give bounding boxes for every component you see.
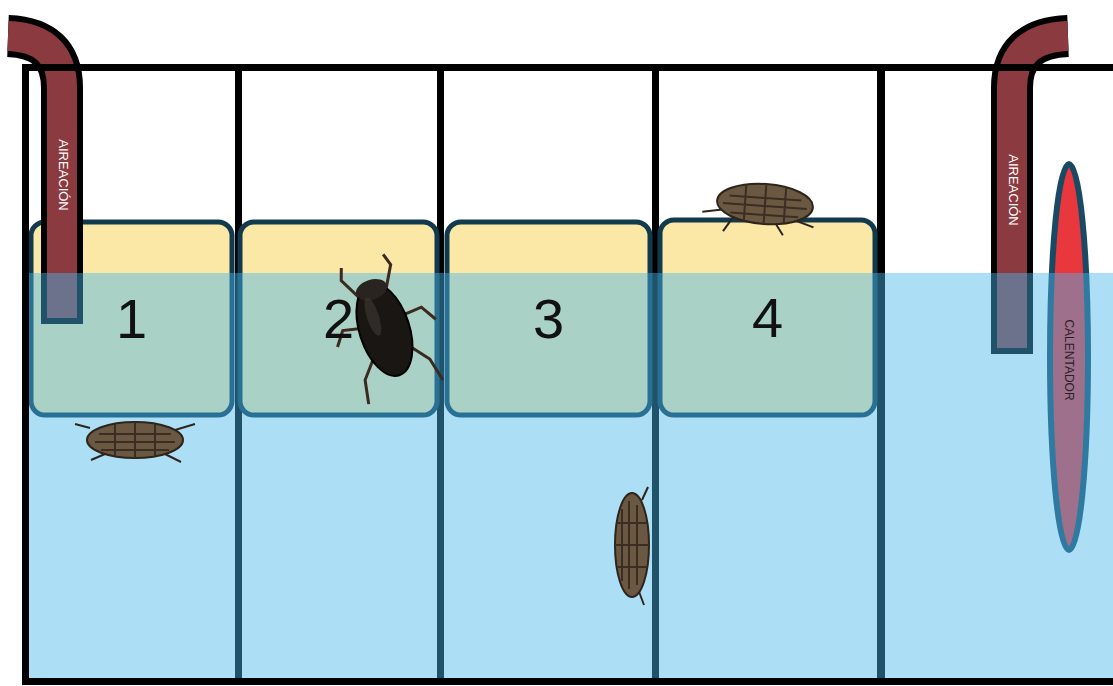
heater: CALENTADOR bbox=[1051, 280, 1087, 440]
vertical-label: CALENTADOR bbox=[1063, 319, 1075, 400]
water-bug bbox=[315, 245, 455, 408]
beetle bbox=[701, 180, 816, 238]
compartment-number: 3 bbox=[447, 222, 650, 415]
callout-number: 1 bbox=[116, 291, 147, 347]
compartment-number: 4 bbox=[660, 220, 875, 415]
tank-wall bbox=[22, 64, 29, 685]
aeration-tube: AIREACIÓN bbox=[995, 115, 1030, 265]
compartment-number: 2 bbox=[240, 222, 437, 415]
beetle bbox=[615, 487, 649, 605]
tank-outline bbox=[22, 64, 1113, 685]
tank-rim bbox=[22, 64, 1113, 71]
vertical-label: AIREACIÓN bbox=[1006, 154, 1019, 226]
beetle bbox=[75, 422, 195, 462]
aeration-tube: AIREACIÓN bbox=[45, 100, 80, 250]
vertical-label: AIREACIÓN bbox=[56, 139, 69, 211]
callout-number: 4 bbox=[752, 290, 783, 346]
callout-number: 3 bbox=[533, 291, 564, 347]
water bbox=[29, 273, 1113, 681]
callout-number: 2 bbox=[323, 291, 354, 347]
tank-bottom bbox=[22, 678, 1113, 685]
compartment-number: 1 bbox=[31, 222, 232, 415]
